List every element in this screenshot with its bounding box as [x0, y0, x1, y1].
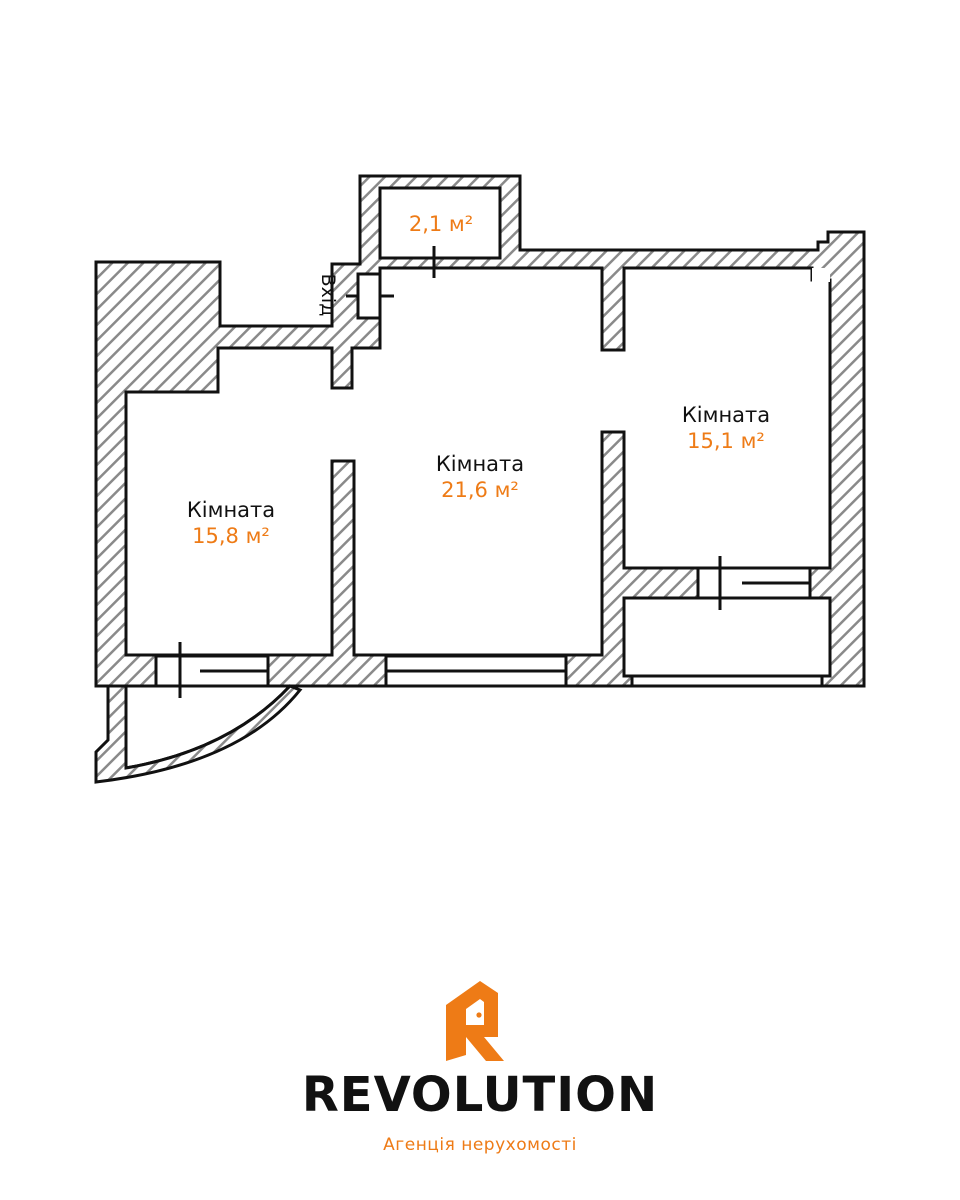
house-door-logo-icon [446, 981, 504, 1061]
entrance-label: Вхід [317, 273, 339, 317]
windows [154, 268, 830, 688]
room-right-label: Кімната 15,1 м² [682, 402, 770, 454]
room-area: 15,8 м² [192, 524, 270, 548]
brand-tagline: Агенція нерухомості [383, 1135, 577, 1155]
room-left-label: Кімната 15,8 м² [187, 497, 275, 549]
room-name: Кімната [681, 403, 771, 427]
floor-plan [94, 174, 866, 784]
room-name: Кімната [186, 498, 276, 522]
room-area: 15,1 м² [687, 429, 765, 453]
brand-logo: REVOLUTION Агенція нерухомості [0, 975, 960, 1165]
room-small-label: 2,1 м² [409, 211, 473, 237]
balcony-left-wall [94, 684, 303, 784]
room-center-label: Кімната 21,6 м² [436, 451, 524, 503]
room-area: 21,6 м² [441, 478, 519, 502]
brand-name: REVOLUTION [301, 1067, 659, 1123]
room-area: 2,1 м² [408, 212, 474, 236]
room-name: Кімната [435, 452, 525, 476]
door-marks [178, 246, 722, 698]
